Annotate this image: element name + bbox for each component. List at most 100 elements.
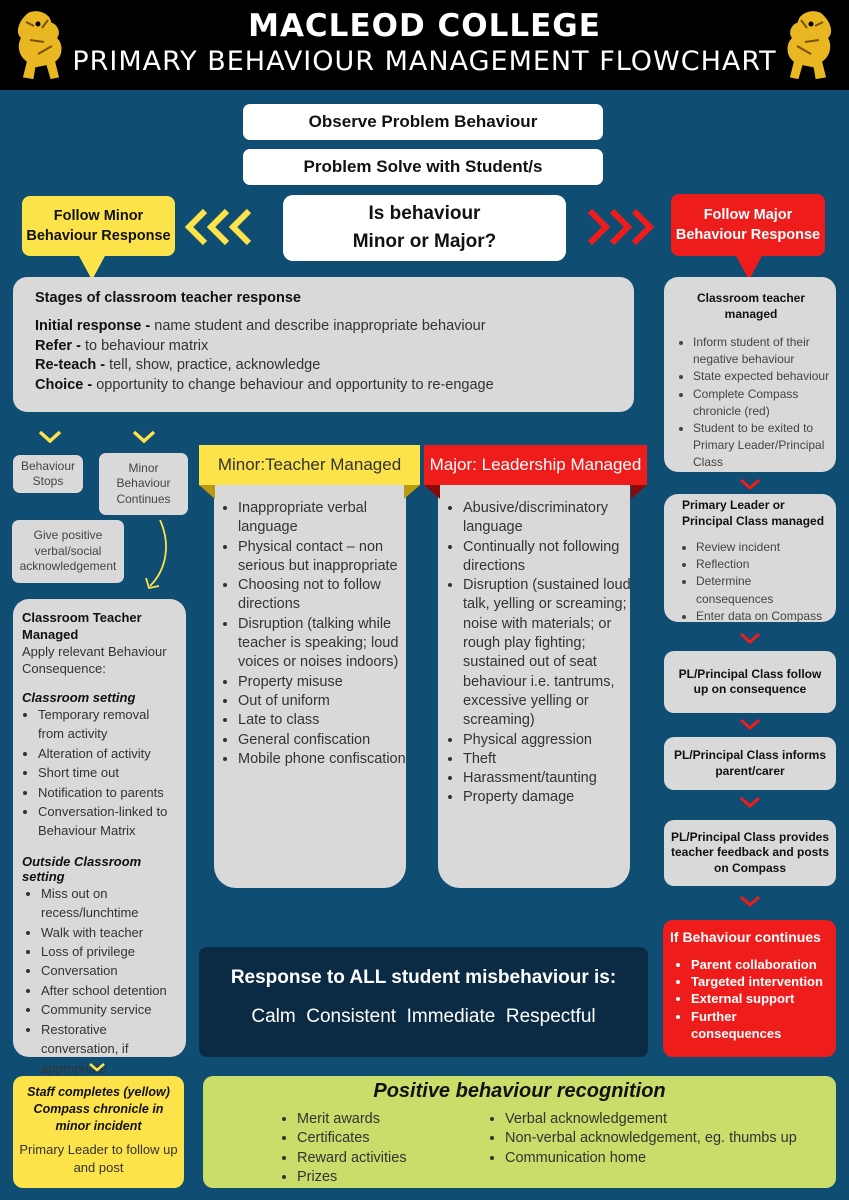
follow-major-callout: Follow Major Behaviour Response xyxy=(671,194,825,256)
problem-solve-box: Problem Solve with Student/s xyxy=(243,149,603,185)
minor-column-title: Minor:Teacher Managed xyxy=(199,445,420,485)
list-item: Complete Compass chronicle (red) xyxy=(693,386,830,420)
ct-managed-title: Classroom teacher managed xyxy=(696,291,806,321)
major-callout-line2: Behaviour Response xyxy=(675,227,821,243)
major-behaviour-item: Theft xyxy=(463,750,631,769)
list-item: Review incident xyxy=(696,539,830,556)
teacher-managed-title: Classroom Teacher Managed xyxy=(22,609,186,643)
stage-description: to behaviour matrix xyxy=(84,337,209,354)
behaviour-stops-box: Behaviour Stops xyxy=(13,455,83,493)
list-item: Certificates xyxy=(297,1129,407,1148)
chevrons-left-icon xyxy=(185,208,252,246)
list-item: Merit awards xyxy=(297,1110,407,1129)
major-column-title: Major: Leadership Managed xyxy=(424,445,647,485)
chevrons-right-icon xyxy=(587,208,655,246)
minor-behaviour-item: Disruption (talking while teacher is spe… xyxy=(238,615,406,673)
stage-description: name student and describe inappropriate … xyxy=(154,318,486,334)
minor-callout-line2: Behaviour Response xyxy=(26,228,171,244)
list-item: Parent collaboration xyxy=(691,956,830,973)
outside-setting-list: Miss out on recess/lunchtimeWalk with te… xyxy=(22,884,186,1078)
stage-description: opportunity to change behaviour and oppo… xyxy=(96,376,494,393)
major-behaviour-item: Physical aggression xyxy=(463,731,631,750)
stages-title: Stages of classroom teacher response xyxy=(35,290,301,306)
teacher-feedback-box: PL/Principal Class provides teacher feed… xyxy=(664,820,836,886)
chevron-down-icon xyxy=(740,895,760,907)
chevron-down-icon xyxy=(740,478,760,490)
list-item: Further consequences xyxy=(691,1008,830,1042)
stages-panel: Stages of classroom teacher response Ini… xyxy=(13,277,634,412)
major-callout-line1: Follow Major xyxy=(703,207,793,223)
stage-item: Refer - to behaviour matrix xyxy=(35,337,634,357)
list-item: Prizes xyxy=(297,1168,407,1187)
list-item: External support xyxy=(691,990,830,1007)
list-item: Communication home xyxy=(505,1149,797,1168)
minor-behaviour-item: Out of uniform xyxy=(238,692,406,711)
question-line-2: Minor or Major? xyxy=(352,231,497,252)
minor-continues-box: Minor Behaviour Continues xyxy=(99,453,188,515)
list-item: State expected behaviour xyxy=(693,368,830,385)
teacher-managed-panel: Classroom Teacher Managed Apply relevant… xyxy=(13,599,186,1076)
chevron-down-icon xyxy=(38,430,62,444)
teacher-title-line1: Classroom Teacher xyxy=(22,610,142,625)
minor-behaviour-item: Inappropriate verbal language xyxy=(238,499,406,538)
minor-behaviour-item: Late to class xyxy=(238,711,406,730)
leader-managed-panel: Primary Leader or Principal Class manage… xyxy=(664,494,836,625)
positive-recognition-panel: Positive behaviour recognition Merit awa… xyxy=(203,1076,836,1188)
follow-minor-callout: Follow Minor Behaviour Response xyxy=(22,196,175,256)
minor-callout-line1: Follow Minor xyxy=(53,208,144,224)
ribbon-fold xyxy=(404,485,420,499)
list-item: Inform student of their negative behavio… xyxy=(693,334,830,368)
ct-managed-list: Inform student of their negative behavio… xyxy=(672,334,830,472)
give-positive-box: Give positive verbal/social acknowledgem… xyxy=(12,520,124,583)
minor-column-panel xyxy=(214,448,406,888)
minor-behaviour-item: Mobile phone confiscation xyxy=(238,750,406,769)
classroom-setting-heading: Classroom setting xyxy=(22,690,136,705)
leader-managed-list: Review incidentReflectionDetermine conse… xyxy=(672,539,830,625)
college-title: MACLEOD COLLEGE xyxy=(248,8,601,44)
ribbon-fold xyxy=(631,485,647,499)
header-banner: MACLEOD COLLEGE PRIMARY BEHAVIOUR MANAGE… xyxy=(0,0,849,90)
major-behaviour-item: Continually not following directions xyxy=(463,538,631,577)
teacher-intro: Apply relevant Behaviour Consequence: xyxy=(22,644,167,676)
behaviour-continues-panel: If Behaviour continues Parent collaborat… xyxy=(663,920,836,1057)
list-item: Walk with teacher xyxy=(41,923,182,942)
list-item: Loss of privilege xyxy=(41,942,182,961)
major-behaviour-item: Property damage xyxy=(463,788,631,807)
behaviour-continues-list: Parent collaborationTargeted interventio… xyxy=(670,956,830,1042)
list-item: After school detention xyxy=(41,981,182,1000)
list-item: Determine consequences xyxy=(696,573,830,607)
leader-managed-title: Primary Leader or Principal Class manage… xyxy=(682,498,825,528)
stage-term: Initial response - xyxy=(35,318,155,334)
callout-pointer xyxy=(735,254,763,280)
follow-up-box: PL/Principal Class follow up on conseque… xyxy=(664,651,836,713)
staff-completes-panel: Staff completes (yellow) Compass chronic… xyxy=(13,1076,184,1188)
ribbon-fold xyxy=(199,485,215,499)
outside-setting-heading: Outside Classroom setting xyxy=(22,853,142,884)
stage-term: Refer - xyxy=(35,337,85,354)
major-behaviour-item: Abusive/discriminatory language xyxy=(463,499,631,538)
chevron-down-icon xyxy=(740,796,760,808)
chevron-down-icon xyxy=(132,430,156,444)
positive-list-right: Verbal acknowledgementNon-verbal acknowl… xyxy=(489,1110,797,1168)
stage-item: Initial response - name student and desc… xyxy=(35,317,634,337)
minor-or-major-question: Is behaviour Minor or Major? xyxy=(283,195,566,261)
positive-list-left: Merit awardsCertificatesReward activitie… xyxy=(281,1110,407,1188)
teacher-title-line2: Managed xyxy=(22,627,79,642)
classroom-teacher-managed-panel: Classroom teacher managed Inform student… xyxy=(664,277,836,472)
ribbon-fold xyxy=(424,485,440,499)
positive-title: Positive behaviour recognition xyxy=(373,1080,666,1102)
list-item: Short time out xyxy=(38,763,178,782)
callout-pointer xyxy=(78,254,106,280)
list-item: Alteration of activity xyxy=(38,744,178,763)
response-panel: Response to ALL student misbehaviour is:… xyxy=(199,947,648,1057)
major-behaviour-item: Harassment/taunting xyxy=(463,769,631,788)
list-item: Student to be exited to Primary Leader/P… xyxy=(693,420,830,472)
classroom-setting-list: Temporary removal from activityAlteratio… xyxy=(22,705,186,841)
observe-box: Observe Problem Behaviour xyxy=(243,104,603,140)
staff-completes-bold: Staff completes (yellow) Compass chronic… xyxy=(27,1085,170,1133)
list-item: Targeted intervention xyxy=(691,973,830,990)
minor-behaviour-item: Physical contact – non serious but inapp… xyxy=(238,538,406,577)
list-item: Conversation xyxy=(41,961,182,980)
list-item: Temporary removal from activity xyxy=(38,705,178,744)
stages-list: Initial response - name student and desc… xyxy=(35,317,634,395)
